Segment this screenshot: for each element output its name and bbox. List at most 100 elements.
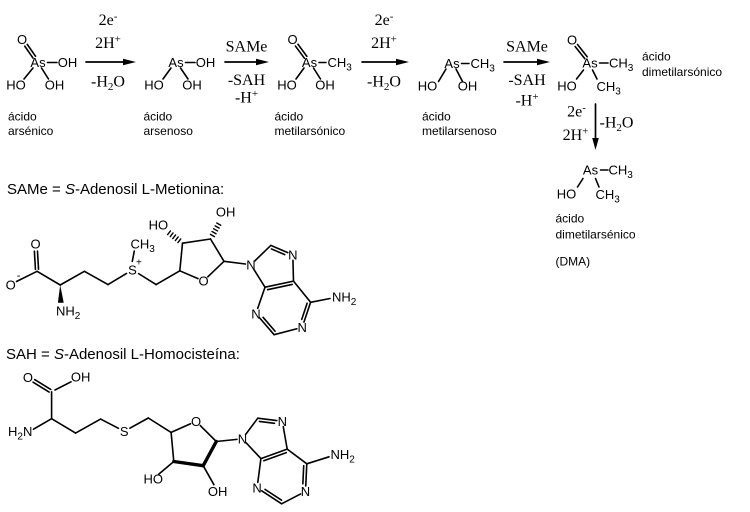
step0-above2: 2H+	[95, 34, 121, 53]
double-bond	[26, 43, 37, 58]
bond	[107, 272, 128, 286]
c0-as: As	[30, 55, 46, 70]
c4-ho-left: HO	[557, 79, 577, 94]
compound-2-name-line1: ácido	[275, 110, 304, 124]
sah-oh-acid: OH	[71, 370, 91, 385]
sah-n7: N	[278, 414, 287, 429]
bond	[50, 417, 77, 434]
arrow-step-4-head	[537, 58, 550, 66]
label-part-scheme-compounds-0-atoms-oh-right: OH	[58, 55, 78, 70]
step4-left1: 2e-	[567, 102, 586, 121]
double-bond	[574, 45, 586, 60]
double-bond-inner	[270, 248, 286, 256]
compound-2-name-line2: metilarsónico	[275, 124, 346, 138]
same-s-plus: +	[136, 258, 142, 269]
bond	[23, 67, 34, 80]
bond	[215, 438, 238, 443]
label-part-scheme-steps-3-below1: -SAH	[508, 72, 546, 89]
label-part-scheme-compounds-3-atoms-ch-sub: 3	[489, 64, 495, 75]
bond	[209, 238, 225, 263]
bond	[258, 316, 275, 336]
bond	[147, 417, 172, 434]
double-bond	[33, 250, 37, 271]
bond	[162, 67, 172, 80]
bond	[40, 67, 50, 80]
label-part-scheme-compounds-0-name-0: ácido	[8, 110, 37, 124]
c4-ch3-bottom: CH3	[597, 79, 622, 98]
c3-oh-bottom: OH	[458, 79, 478, 94]
hash-bond-stroke	[211, 230, 217, 235]
label-part-scheme-compounds-4-atoms-as: As	[582, 56, 598, 71]
label-part-sah-atoms-n3: N	[252, 481, 261, 496]
label-part-scheme-compounds-5-name-1: dimetilarsénico	[556, 228, 636, 242]
label-part-sah-caption-pre: SAH =	[6, 346, 54, 363]
label-part-sah-atoms-ho: HO	[144, 471, 164, 486]
double-bond-inner	[264, 488, 283, 501]
same-o-carbonyl: O	[30, 236, 40, 251]
label-part-same-caption-s: S	[65, 181, 75, 198]
bond	[181, 238, 212, 244]
label-part-scheme-steps-2-below1-sub: 2	[384, 81, 390, 93]
double-bond	[576, 43, 588, 58]
label-part-sah-atoms-oh-acid: OH	[71, 370, 91, 385]
label-part-scheme-compounds-3-atoms-ch: CH	[471, 56, 490, 71]
label-part-sah-atoms-anh: NH	[331, 447, 350, 462]
bond	[260, 448, 289, 460]
sah-ho: HO	[144, 471, 164, 486]
sah-ring-o: O	[191, 414, 201, 429]
label-part-scheme-compounds-4-atoms-ch-bottom-sub: 3	[615, 87, 621, 98]
compound-1-name-line2: arsenoso	[144, 124, 194, 138]
bond	[245, 442, 262, 460]
label-part-same-atoms-n9: N	[246, 257, 255, 272]
label-part-same-atoms-n7: N	[288, 248, 297, 263]
bond	[202, 464, 215, 486]
bold-bond	[172, 459, 205, 468]
hash-bond-stroke	[212, 227, 219, 232]
bond	[32, 417, 53, 431]
c3-ch3: CH3	[471, 56, 496, 75]
compound-3-name-line2: metilarsenoso	[422, 124, 497, 138]
label-part-same-atoms-o-carbonyl: O	[30, 236, 40, 251]
c3-as: As	[444, 56, 460, 71]
hash-bond-stroke	[216, 222, 222, 226]
c0-oh-right: OH	[58, 55, 78, 70]
step2-below1: -H2O	[367, 74, 401, 94]
label-part-scheme-steps-4-left2-sup: +	[582, 126, 588, 138]
bond	[155, 269, 181, 286]
c2-ho-left: HO	[277, 78, 297, 93]
label-part-sah-atoms-n9: N	[238, 432, 247, 447]
arrow-step-5-head	[592, 138, 599, 150]
label-part-scheme-compounds-0-atoms-oh-bottom: OH	[45, 78, 65, 93]
c1-oh-bottom: OH	[182, 78, 202, 93]
c0-oh-bottom: OH	[45, 78, 65, 93]
bold-bond	[201, 439, 219, 468]
label-part-scheme-compounds-5-atoms-as: As	[583, 163, 599, 178]
bond	[312, 67, 322, 80]
label-part-scheme-compounds-2-name-0: ácido	[275, 110, 304, 124]
label-part-scheme-compounds-5-atoms-ho-left: HO	[557, 187, 577, 202]
c1-ho-left: HO	[144, 78, 164, 93]
label-part-scheme-compounds-2-atoms-ch-sub: 3	[346, 63, 352, 74]
step4-left2: 2H+	[563, 126, 589, 145]
label-part-scheme-steps-3-below2: -H	[515, 93, 532, 110]
label-part-sah-atoms-h2n-h: H	[8, 424, 17, 439]
same-n9: N	[246, 257, 255, 272]
bond	[207, 260, 225, 278]
bond	[295, 67, 305, 80]
label-part-scheme-steps-1-below1: -SAH	[228, 72, 266, 89]
step1-below1: -SAH	[228, 72, 266, 89]
c0-ho-left: HO	[6, 78, 26, 93]
label-part-scheme-compounds-5-atoms-ch-right: CH	[609, 163, 628, 178]
double-bond-inner	[262, 451, 288, 462]
bond	[575, 69, 585, 80]
bond	[260, 490, 283, 505]
compound-3-name-line1: ácido	[422, 110, 451, 124]
label-part-scheme-steps-1-below2-sup: +	[252, 88, 258, 100]
same-n7: N	[288, 248, 297, 263]
bond	[256, 417, 278, 422]
label-part-scheme-compounds-4-atoms-o-top: O	[567, 33, 577, 48]
wedge-bond	[57, 285, 64, 303]
label-part-scheme-compounds-5-atoms-ch-right-sub: 3	[627, 170, 633, 181]
double-bond-inner	[266, 283, 293, 291]
double-bond	[23, 45, 34, 59]
